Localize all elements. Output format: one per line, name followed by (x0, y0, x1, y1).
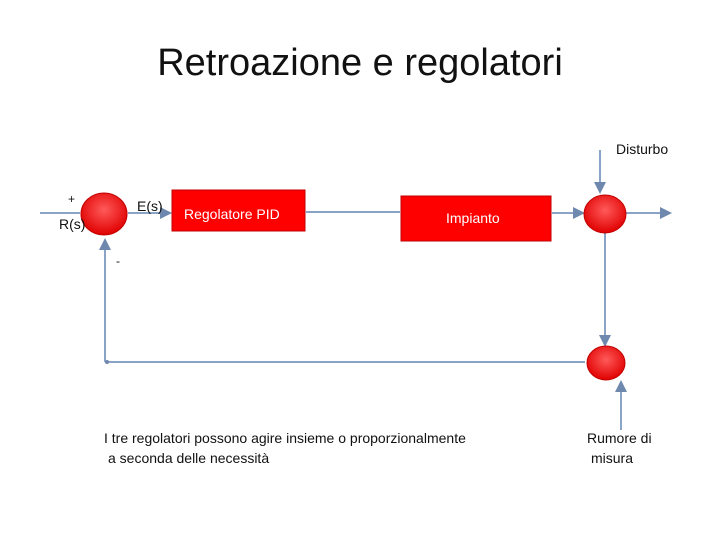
noise-label: Rumore di misura (587, 428, 652, 468)
disturbance-label: Disturbo (616, 141, 669, 157)
pid-controller-block (171, 189, 306, 232)
plant-block-label: Impianto (446, 210, 500, 226)
description-text: I tre regolatori possono agire insieme o… (104, 428, 466, 468)
noise-summing-junction (586, 345, 626, 381)
plant-block (400, 195, 552, 242)
error-label: E(s) (137, 198, 163, 214)
disturbance-summing-junction (583, 194, 627, 234)
noise-label-line-2: misura (591, 450, 634, 466)
minus-sign: - (116, 254, 120, 268)
feedback-corner-dot (105, 360, 109, 364)
reference-label: R(s) (59, 216, 86, 232)
page-title: Retroazione e regolatori (157, 42, 563, 84)
input-summing-junction (80, 192, 128, 236)
pid-block-label: Regolatore PID (184, 206, 280, 222)
description-line-1: I tre regolatori possono agire insieme o… (104, 430, 466, 446)
noise-label-line-1: Rumore di (587, 430, 652, 446)
plus-sign: + (68, 192, 76, 206)
description-line-2: a seconda delle necessità (108, 450, 270, 466)
